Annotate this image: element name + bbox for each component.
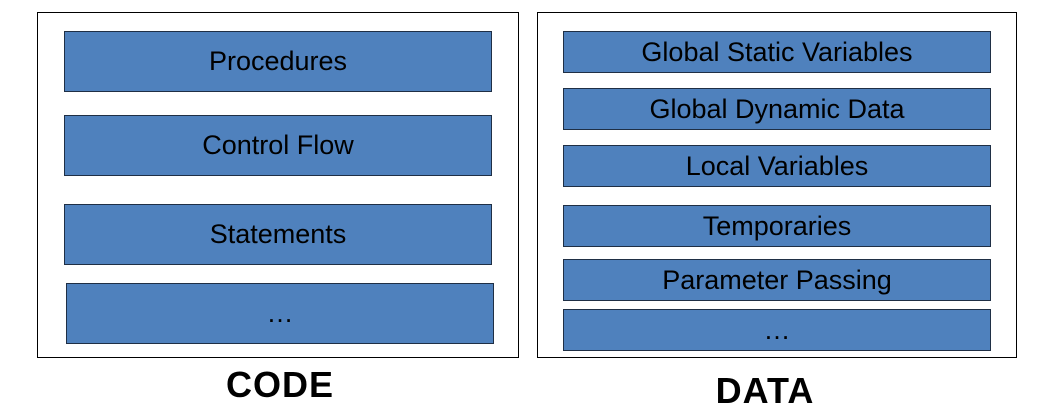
data-caption: DATA: [715, 370, 815, 411]
code-caption: CODE: [225, 364, 334, 405]
data-item-ellipsis: …: [563, 309, 991, 351]
data-item-parameter-passing: Parameter Passing: [563, 259, 991, 301]
code-item-procedures: Procedures: [64, 31, 492, 92]
data-item-temporaries: Temporaries: [563, 205, 991, 247]
data-item-global-static-variables: Global Static Variables: [563, 31, 991, 73]
code-item-control-flow: Control Flow: [64, 115, 492, 176]
data-item-local-variables: Local Variables: [563, 145, 991, 187]
code-item-statements: Statements: [64, 204, 492, 265]
data-item-global-dynamic-data: Global Dynamic Data: [563, 88, 991, 130]
code-item-ellipsis: …: [66, 283, 494, 344]
